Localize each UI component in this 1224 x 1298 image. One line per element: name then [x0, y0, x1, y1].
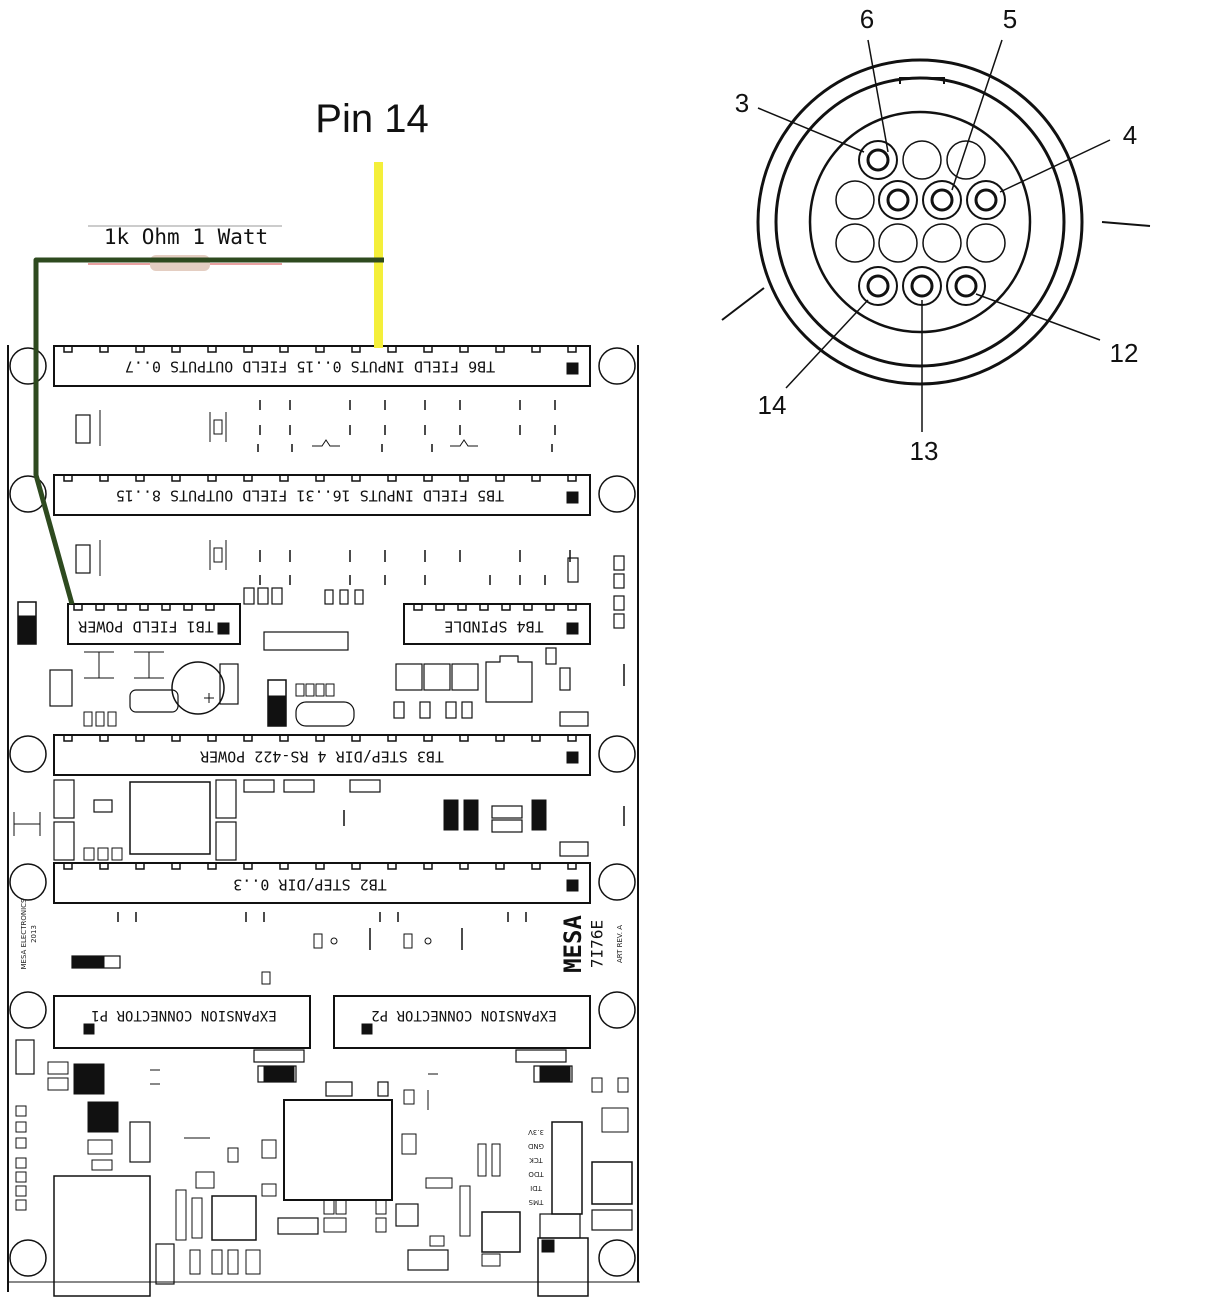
resistor-label: 1k Ohm 1 Watt [104, 225, 268, 249]
board-labels: TB6 FIELD INPUTS 0..15 FIELD OUTPUTS 0..… [20, 358, 624, 1207]
jtag-label-6: TMS [528, 1198, 544, 1206]
model-label: 7I76E [588, 920, 607, 968]
rev-label: ART REV. A [616, 925, 624, 963]
connector-pinout [721, 39, 1151, 432]
connector-pin-labels: 6 5 3 4 12 14 13 [735, 4, 1139, 466]
pin-label-6: 6 [860, 4, 874, 34]
tb6-label: TB6 FIELD INPUTS 0..15 FIELD OUTPUTS 0..… [125, 358, 495, 376]
tb5-label: TB5 FIELD INPUTS 16..31 FIELD OUTPUTS 8.… [116, 487, 504, 505]
tb2-label: TB2 STEP/DIR 0..3 [233, 876, 387, 894]
circuit-board [7, 345, 640, 1297]
year-label: 2013 [30, 925, 38, 943]
pin-label-13: 13 [910, 436, 939, 466]
maker-label: MESA ELECTRONICS [20, 898, 28, 970]
pin-label-4: 4 [1123, 120, 1137, 150]
p2-label: EXPANSION CONNECTOR P2 [371, 1007, 556, 1023]
p1-label: EXPANSION CONNECTOR P1 [91, 1007, 276, 1023]
pin-label-3: 3 [735, 88, 749, 118]
jtag-label-1: 3.3V [528, 1128, 544, 1136]
pin-label-5: 5 [1003, 4, 1017, 34]
jtag-label-3: TCK [529, 1156, 544, 1164]
jtag-label-5: TDI [530, 1184, 543, 1192]
pin14-wire [374, 162, 383, 348]
wiring-annotation: Pin 14 1k Ohm 1 Watt [33, 97, 429, 605]
jtag-label-2: GND [528, 1142, 544, 1150]
tb4-label: TB4 SPINDLE [444, 618, 543, 636]
brand-logo: MESA [559, 915, 587, 973]
tb1-label: TB1 FIELD POWER [77, 618, 213, 636]
pin-label-12: 12 [1110, 338, 1139, 368]
pin14-label: Pin 14 [315, 97, 428, 141]
pin-label-14: 14 [758, 390, 787, 420]
resistor-wire [33, 257, 384, 605]
tb3-label: TB3 STEP/DIR 4 RS-422 POWER [199, 748, 444, 766]
jtag-label-4: TDO [528, 1170, 545, 1178]
